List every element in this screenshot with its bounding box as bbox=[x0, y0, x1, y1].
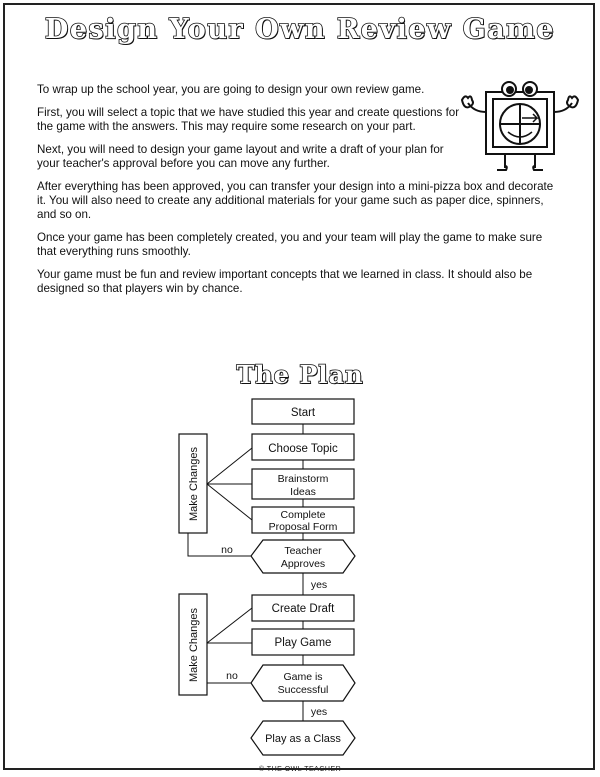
decision-successful-label-2: Successful bbox=[278, 684, 329, 696]
plan-title: The Plan bbox=[236, 359, 364, 390]
edge-label-yes-top: yes bbox=[311, 579, 327, 591]
paragraph-design: Next, you will need to design your game … bbox=[37, 143, 444, 170]
decision-teacher-label-2: Approves bbox=[281, 558, 325, 570]
step-play-game-label: Play Game bbox=[275, 637, 332, 649]
paragraph-intro: To wrap up the school year, you are goin… bbox=[37, 83, 425, 96]
edge-label-yes-bottom: yes bbox=[311, 706, 327, 718]
instructions: To wrap up the school year, you are goin… bbox=[37, 83, 557, 305]
step-choose-topic: Choose Topic bbox=[251, 433, 355, 461]
step-choose-topic-label: Choose Topic bbox=[268, 443, 338, 455]
step-brainstorm-label-1: Brainstorm bbox=[278, 473, 329, 485]
paragraph-play: Once your game has been completely creat… bbox=[37, 231, 543, 258]
page-title: Design Your Own Review Game bbox=[44, 13, 556, 46]
game-board-mascot-icon bbox=[460, 81, 580, 171]
step-proposal-label-1: Complete bbox=[281, 509, 326, 521]
edge-label-no-top: no bbox=[221, 544, 233, 556]
paragraph-topic: First, you will select a topic that we h… bbox=[37, 106, 460, 133]
step-brainstorm: Brainstorm Ideas bbox=[251, 468, 355, 500]
make-changes-box-bottom: Make Changes bbox=[178, 593, 208, 696]
step-proposal-label-2: Proposal Form bbox=[269, 521, 338, 533]
step-create-draft-label: Create Draft bbox=[272, 603, 335, 615]
step-proposal: Complete Proposal Form bbox=[251, 506, 355, 534]
page-border bbox=[3, 3, 595, 770]
paragraph-requirements: Your game must be fun and review importa… bbox=[37, 268, 533, 295]
decision-game-successful: Game is Successful bbox=[250, 664, 356, 702]
decision-successful-label-1: Game is bbox=[283, 671, 322, 683]
step-start: Start bbox=[251, 398, 355, 425]
make-changes-label-top: Make Changes bbox=[188, 447, 200, 521]
step-brainstorm-label-2: Ideas bbox=[290, 486, 316, 498]
decision-teacher-approves: Teacher Approves bbox=[250, 539, 356, 574]
step-create-draft: Create Draft bbox=[251, 594, 355, 622]
decision-teacher-label-1: Teacher bbox=[284, 545, 322, 557]
footer-credit: © THE OWL TEACHER bbox=[258, 766, 342, 773]
step-play-game: Play Game bbox=[251, 628, 355, 656]
step-play-as-class: Play as a Class bbox=[250, 720, 356, 756]
make-changes-box-top: Make Changes bbox=[178, 433, 208, 534]
make-changes-label-bottom: Make Changes bbox=[188, 608, 200, 682]
paragraph-transfer: After everything has been approved, you … bbox=[37, 180, 554, 221]
step-start-label: Start bbox=[291, 407, 316, 419]
edge-label-no-bottom: no bbox=[226, 670, 238, 682]
step-play-as-class-label: Play as a Class bbox=[265, 733, 341, 745]
